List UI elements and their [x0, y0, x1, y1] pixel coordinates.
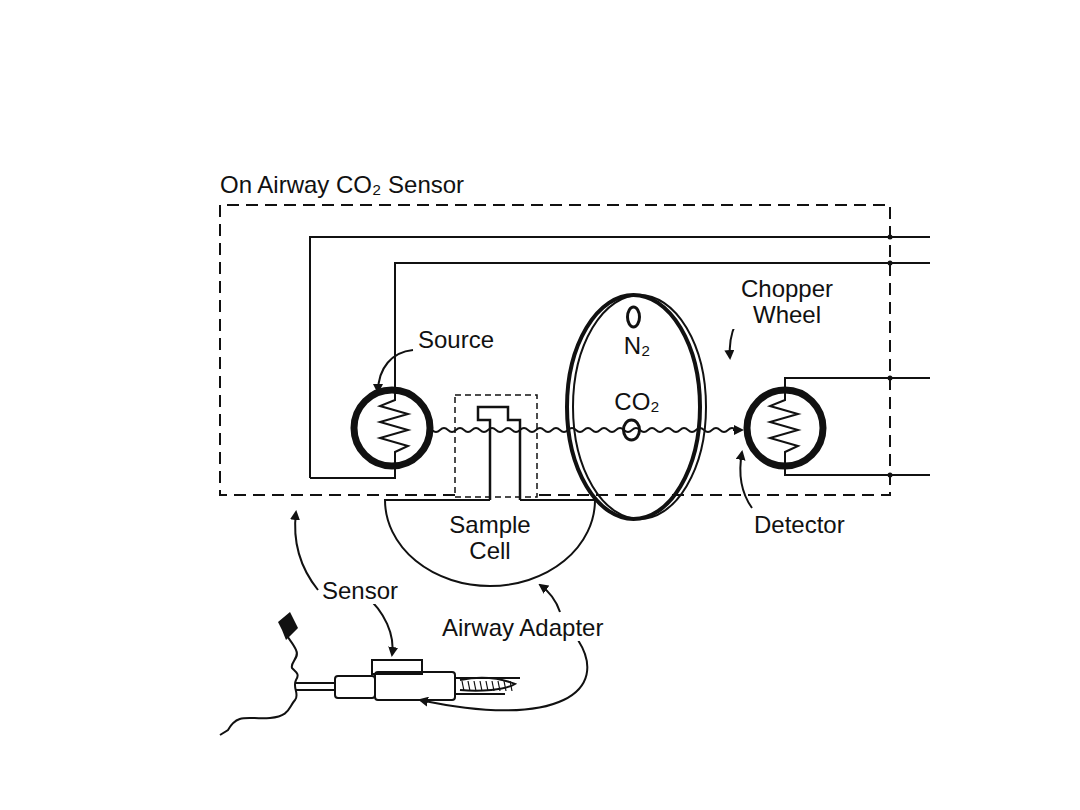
node-text: N₂: [624, 333, 651, 359]
detector-element: [747, 390, 823, 466]
patient-eye: [278, 612, 298, 640]
wires: [310, 237, 930, 478]
rib-stroke: [474, 681, 476, 691]
sample-cell: Sample Cell: [385, 500, 595, 586]
part-label: Airway Adapter: [440, 615, 605, 641]
node-text: Sample Cell: [430, 512, 550, 565]
rib-stroke: [486, 681, 488, 691]
rib-stroke: [504, 681, 506, 691]
rib-stroke: [480, 681, 482, 691]
source-lamp: [354, 390, 430, 466]
leader-arrows: [295, 298, 758, 710]
part-label: Sensor: [320, 578, 400, 604]
node-text: CO₂: [614, 389, 659, 415]
chopper-wheel: N₂ CO₂: [563, 293, 708, 521]
rib-stroke: [462, 681, 464, 691]
beam-head: [733, 429, 742, 431]
sample-cell-window: [455, 395, 537, 500]
housing-title: On Airway CO₂ Sensor: [220, 172, 464, 198]
tube-ribbing: [462, 681, 512, 691]
part-label: Chopper Wheel: [710, 276, 864, 329]
part-label: Detector: [752, 512, 847, 538]
sensor-housing: On Airway CO₂ SensorN₂CO₂: [220, 205, 890, 495]
part-label: Source: [416, 327, 496, 353]
rib-stroke: [468, 681, 470, 691]
rib-stroke: [498, 681, 500, 691]
airway-adapter-sketch: [296, 660, 520, 700]
infrared-beam: [432, 428, 736, 432]
rib-stroke: [492, 681, 494, 691]
rib-stroke: [510, 681, 512, 691]
sensor-housing-outline: [220, 205, 890, 495]
